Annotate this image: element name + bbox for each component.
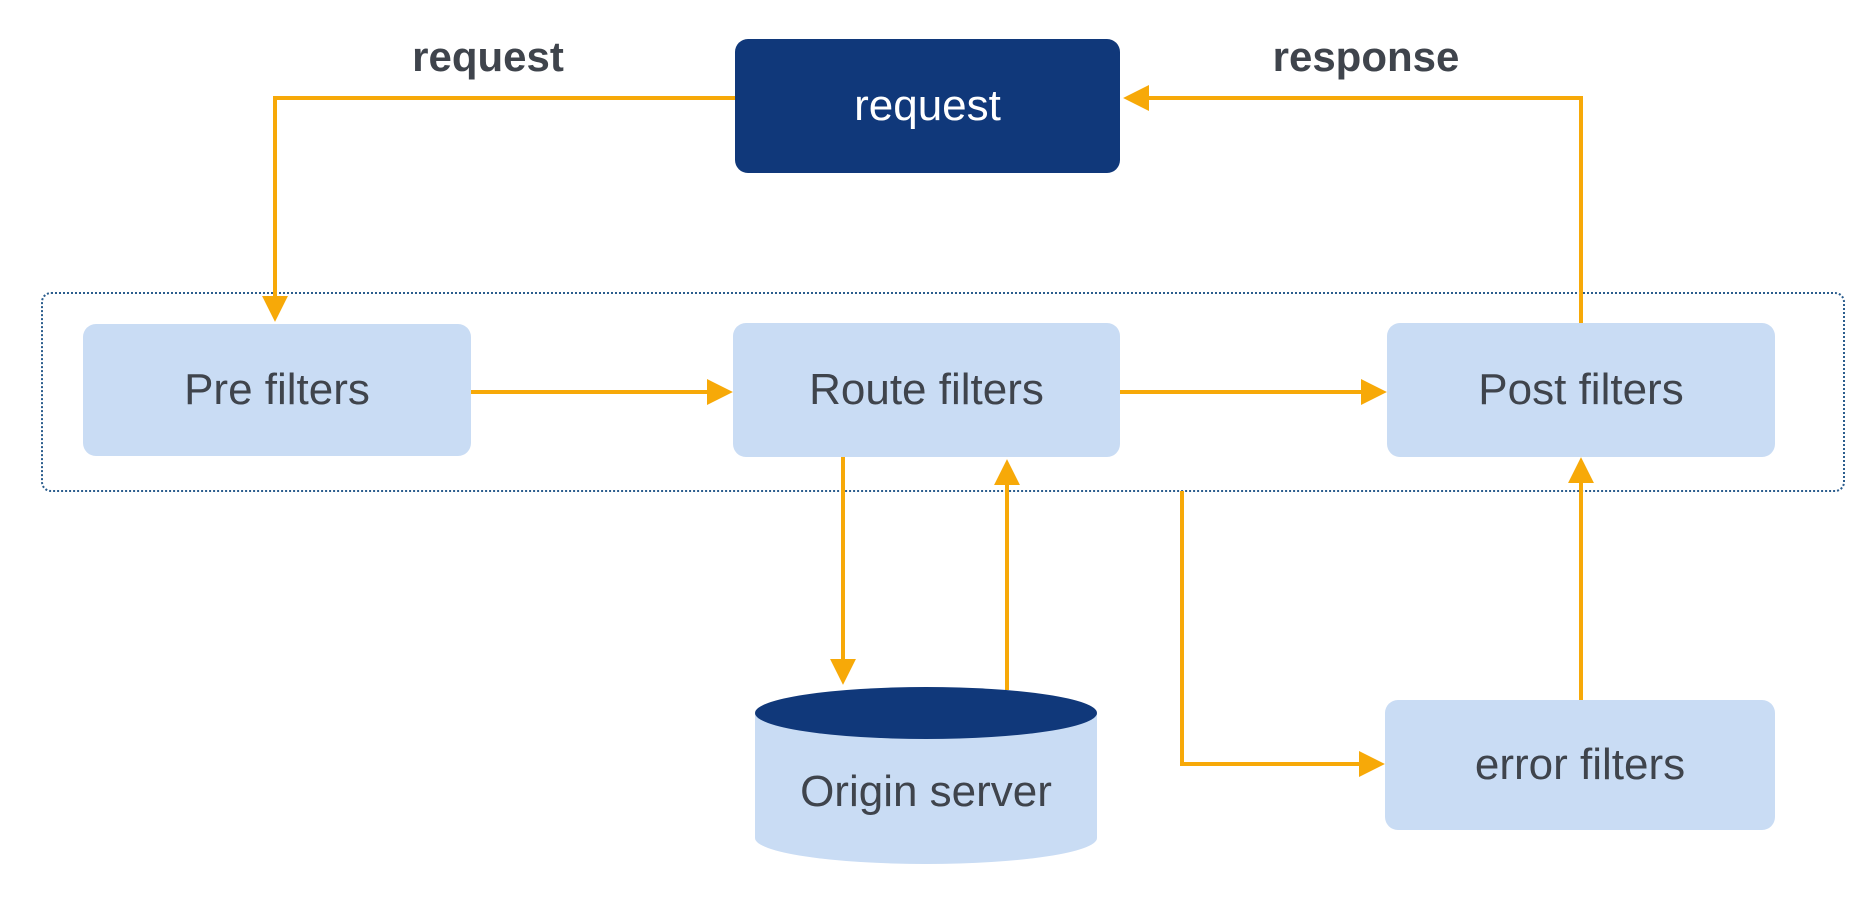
node-pre-filters: Pre filters — [83, 324, 471, 456]
cylinder-body — [755, 713, 1097, 864]
node-post-filters-label: Post filters — [1478, 365, 1684, 414]
node-error-filters-label: error filters — [1474, 740, 1686, 789]
node-route-filters: Route filters — [733, 323, 1120, 457]
node-pre-filters-label: Pre filters — [184, 365, 370, 414]
node-request-label: request — [854, 81, 1001, 130]
edge-post-filters-to-request — [1123, 85, 1583, 324]
origin-server-cylinder — [755, 687, 1097, 864]
node-origin-server-label: Origin server — [800, 767, 1052, 816]
cylinder-top — [755, 687, 1097, 739]
edge-request-to-pre-filters — [262, 96, 735, 322]
edge-filter-chain-to-error-filters — [1180, 491, 1385, 777]
response-flow-label: response — [1272, 33, 1460, 80]
request-flow-label: request — [412, 33, 564, 80]
node-route-filters-label: Route filters — [809, 365, 1044, 414]
filter-chain-container — [41, 292, 1845, 492]
node-post-filters: Post filters — [1387, 323, 1775, 457]
node-request: request — [735, 39, 1120, 173]
node-error-filters: error filters — [1385, 700, 1775, 830]
